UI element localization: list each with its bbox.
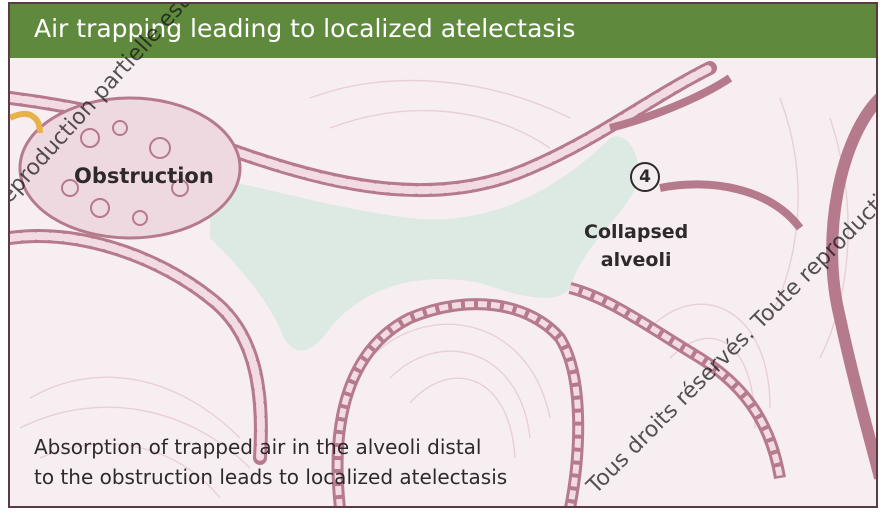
figure-caption: Absorption of trapped air in the alveoli… — [34, 432, 507, 492]
lower-airway-wall — [10, 236, 261, 458]
title-bar: Air trapping leading to localized atelec… — [10, 4, 876, 58]
collapsed-alveoli-wall — [570, 288, 780, 478]
caption-line1: Absorption of trapped air in the alveoli… — [34, 432, 507, 462]
collapsed-alveoli-label-line2: alveoli — [584, 246, 688, 274]
collapsed-alveoli-label: Collapsed alveoli — [584, 218, 688, 274]
step-number-badge: 4 — [630, 162, 660, 192]
illustration-frame: Air trapping leading to localized atelec… — [8, 2, 878, 508]
alveolar-sac-right — [832, 98, 878, 478]
collapsed-alveoli-label-line1: Collapsed — [584, 218, 688, 246]
caption-line2: to the obstruction leads to localized at… — [34, 462, 507, 492]
figure-title: Air trapping leading to localized atelec… — [34, 14, 575, 43]
obstruction-label: Obstruction — [74, 164, 214, 188]
